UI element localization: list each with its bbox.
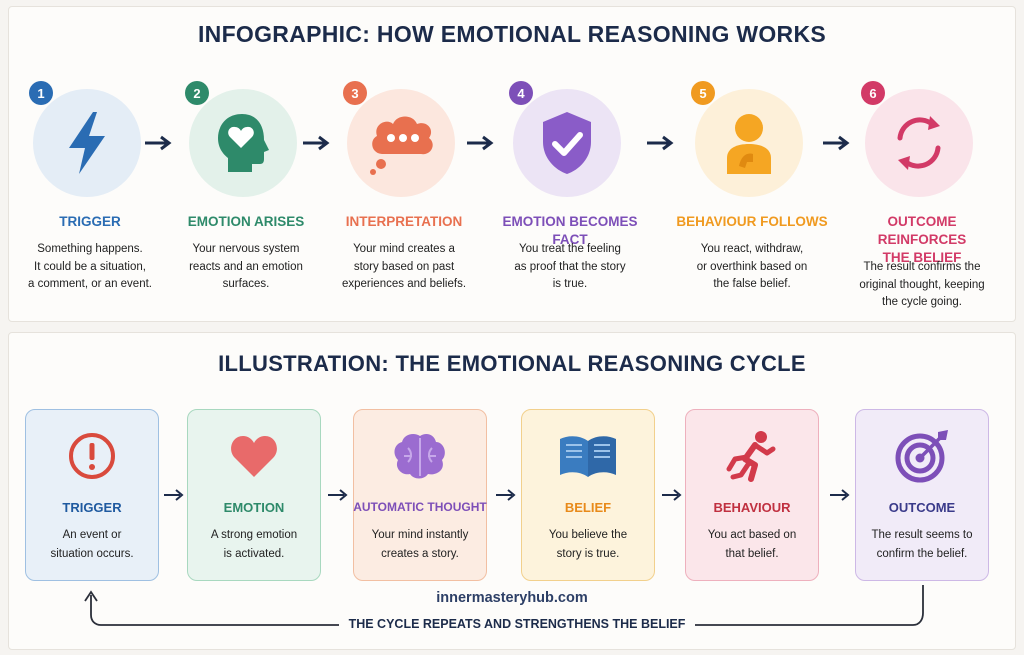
card-label: BEHAVIOUR: [713, 500, 791, 515]
cycle-caption: THE CYCLE REPEATS AND STRENGTHENS THE BE…: [339, 617, 695, 631]
step-number-badge: 3: [343, 81, 367, 105]
card-automatic-thought: AUTOMATIC THOUGHT Your mind instantly cr…: [353, 409, 487, 581]
card-behaviour: BEHAVIOUR You act based on that belief.: [685, 409, 819, 581]
step-emotion-arises: 2 EMOTION ARISES Your nervous system rea…: [167, 77, 325, 317]
arrow-right-icon: [830, 489, 850, 501]
card-description: Your mind instantly creates a story.: [371, 529, 469, 560]
target-arrow-icon: [856, 428, 988, 484]
step-trigger: 1 TRIGGER Something happens. It could be…: [11, 77, 169, 317]
card-description: An event or situation occurs.: [50, 529, 134, 560]
step-label: EMOTION BECOMES FACT: [502, 214, 638, 247]
website-watermark: innermasteryhub.com: [436, 590, 588, 606]
step-number-badge: 1: [29, 81, 53, 105]
shield-check-icon: [513, 89, 621, 197]
step-label: EMOTION ARISES: [187, 214, 305, 229]
step-description: The result confirms the original thought…: [859, 261, 985, 308]
step-label: BEHAVIOUR FOLLOWS: [676, 214, 828, 229]
cycle-arrows-icon: [865, 89, 973, 197]
card-emotion: EMOTION A strong emotion is activated.: [187, 409, 321, 581]
step-emotion-becomes-fact: 4 EMOTION BECOMES FACT You treat the fee…: [491, 77, 649, 317]
arrow-right-icon: [328, 489, 348, 501]
arrow-right-icon: [823, 135, 850, 151]
arrow-right-icon: [662, 489, 682, 501]
arrow-right-icon: [145, 135, 172, 151]
heart-icon: [188, 428, 320, 484]
step-description: You treat the feeling as proof that the …: [514, 243, 626, 290]
step-label: TRIGGER: [59, 214, 121, 229]
exclamation-circle-icon: [26, 428, 158, 484]
card-belief: BELIEF You believe the story is true.: [521, 409, 655, 581]
arrow-right-icon: [467, 135, 494, 151]
running-person-icon: [686, 428, 818, 484]
step-number-badge: 2: [185, 81, 209, 105]
arrow-right-icon: [647, 135, 674, 151]
card-description: You believe the story is true.: [548, 529, 628, 560]
person-thinking-icon: [695, 89, 803, 197]
thought-bubble-icon: [347, 89, 455, 197]
illustration-panel: ILLUSTRATION: THE EMOTIONAL REASONING CY…: [8, 332, 1016, 650]
step-description: Your mind creates a story based on past …: [341, 243, 467, 290]
step-number-badge: 4: [509, 81, 533, 105]
step-outcome-reinforces: 6 OUTCOME REINFORCES THE BELIEF The resu…: [843, 77, 1001, 317]
card-label: AUTOMATIC THOUGHT: [353, 500, 487, 514]
step-description: Something happens. It could be a situati…: [27, 243, 152, 290]
arrow-right-icon: [496, 489, 516, 501]
step-number-badge: 5: [691, 81, 715, 105]
card-description: You act based on that belief.: [707, 529, 797, 560]
arrow-right-icon: [303, 135, 330, 151]
step-description: You react, withdraw, or overthink based …: [696, 243, 808, 290]
card-label: BELIEF: [564, 500, 612, 515]
infographic-panel: INFOGRAPHIC: HOW EMOTIONAL REASONING WOR…: [8, 6, 1016, 322]
card-outcome: OUTCOME The result seems to confirm the …: [855, 409, 989, 581]
step-interpretation: 3 INTERPRETATION Your mind creates a sto…: [325, 77, 483, 317]
step-behaviour-follows: 5 BEHAVIOUR FOLLOWS You react, withdraw,…: [673, 77, 831, 317]
card-label: EMOTION: [223, 500, 285, 515]
lightning-bolt-icon: [33, 89, 141, 197]
open-book-icon: [522, 428, 654, 484]
card-label: TRIGGER: [62, 500, 122, 515]
illustration-title: ILLUSTRATION: THE EMOTIONAL REASONING CY…: [218, 351, 806, 376]
card-description: A strong emotion is activated.: [210, 529, 298, 560]
card-description: The result seems to confirm the belief.: [871, 529, 973, 560]
arrow-right-icon: [164, 489, 184, 501]
brain-icon: [354, 428, 486, 484]
step-number-badge: 6: [861, 81, 885, 105]
step-label: OUTCOME REINFORCES THE BELIEF: [877, 214, 967, 265]
card-trigger: TRIGGER An event or situation occurs.: [25, 409, 159, 581]
step-description: Your nervous system reacts and an emotio…: [189, 243, 303, 290]
head-heart-icon: [189, 89, 297, 197]
card-label: OUTCOME: [888, 500, 956, 515]
step-label: INTERPRETATION: [345, 214, 463, 229]
infographic-title: INFOGRAPHIC: HOW EMOTIONAL REASONING WOR…: [197, 21, 827, 47]
